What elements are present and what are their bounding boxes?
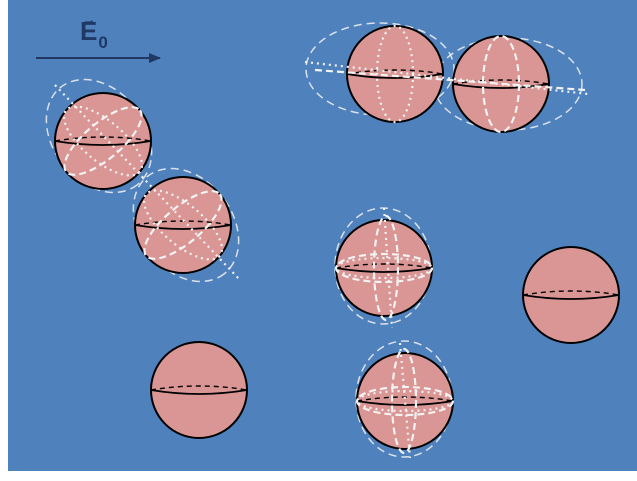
field-subscript: 0 [98, 33, 107, 52]
sphere [357, 353, 453, 449]
single-unpolarized-right [523, 247, 619, 343]
sphere [336, 220, 432, 316]
sphere [523, 247, 619, 343]
sphere [151, 342, 247, 438]
vector-arrow-icon: → [82, 6, 96, 32]
sphere [453, 36, 549, 132]
single-unpolarized-bottom-left [151, 342, 247, 438]
field-label: → E0 [80, 18, 107, 48]
single-polarized-bottom [356, 341, 453, 458]
